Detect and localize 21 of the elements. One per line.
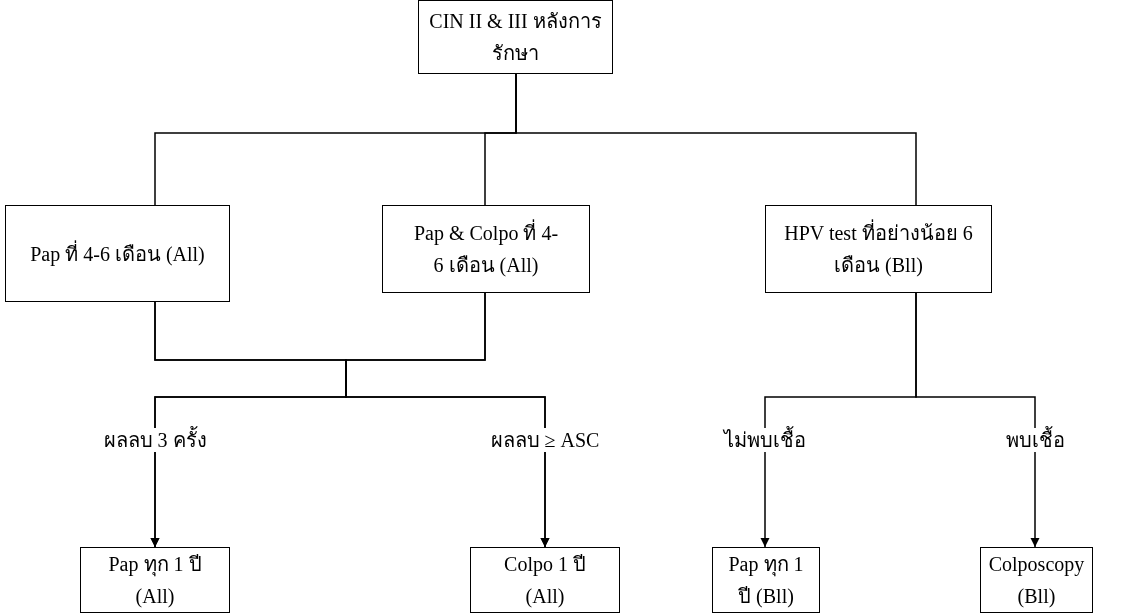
process-box (470, 547, 620, 613)
process-box (712, 547, 820, 613)
process-box (382, 205, 590, 293)
process-box (418, 0, 613, 74)
connector-line (515, 73, 917, 206)
node-text: Colpo 1 ปี (All) (503, 552, 587, 610)
node-text: HPV test ที่อย่างน้อย 6 เดือน (Bll) (778, 217, 979, 281)
node-text: Colposcopy (Bll) (987, 552, 1086, 610)
edge-label: พบเชื้อ (1003, 428, 1067, 452)
process-box (5, 205, 230, 302)
node-text: Pap ทุก 1 ปี (Bll) (727, 552, 805, 610)
node-text: Pap & Colpo ที่ 4-6 เดือน (All) (411, 217, 561, 281)
arrow (345, 292, 550, 548)
node-text: Pap ทุก 1 ปี (All) (107, 552, 203, 610)
edge-label: ไม่พบเชื้อ (722, 428, 808, 452)
process-box (980, 547, 1093, 613)
process-box (765, 205, 992, 293)
arrow (915, 292, 1040, 548)
node-text: CIN II & III หลังการรักษา (428, 9, 603, 66)
process-box (80, 547, 230, 613)
node-text: Pap ที่ 4-6 เดือน (All) (30, 239, 205, 268)
